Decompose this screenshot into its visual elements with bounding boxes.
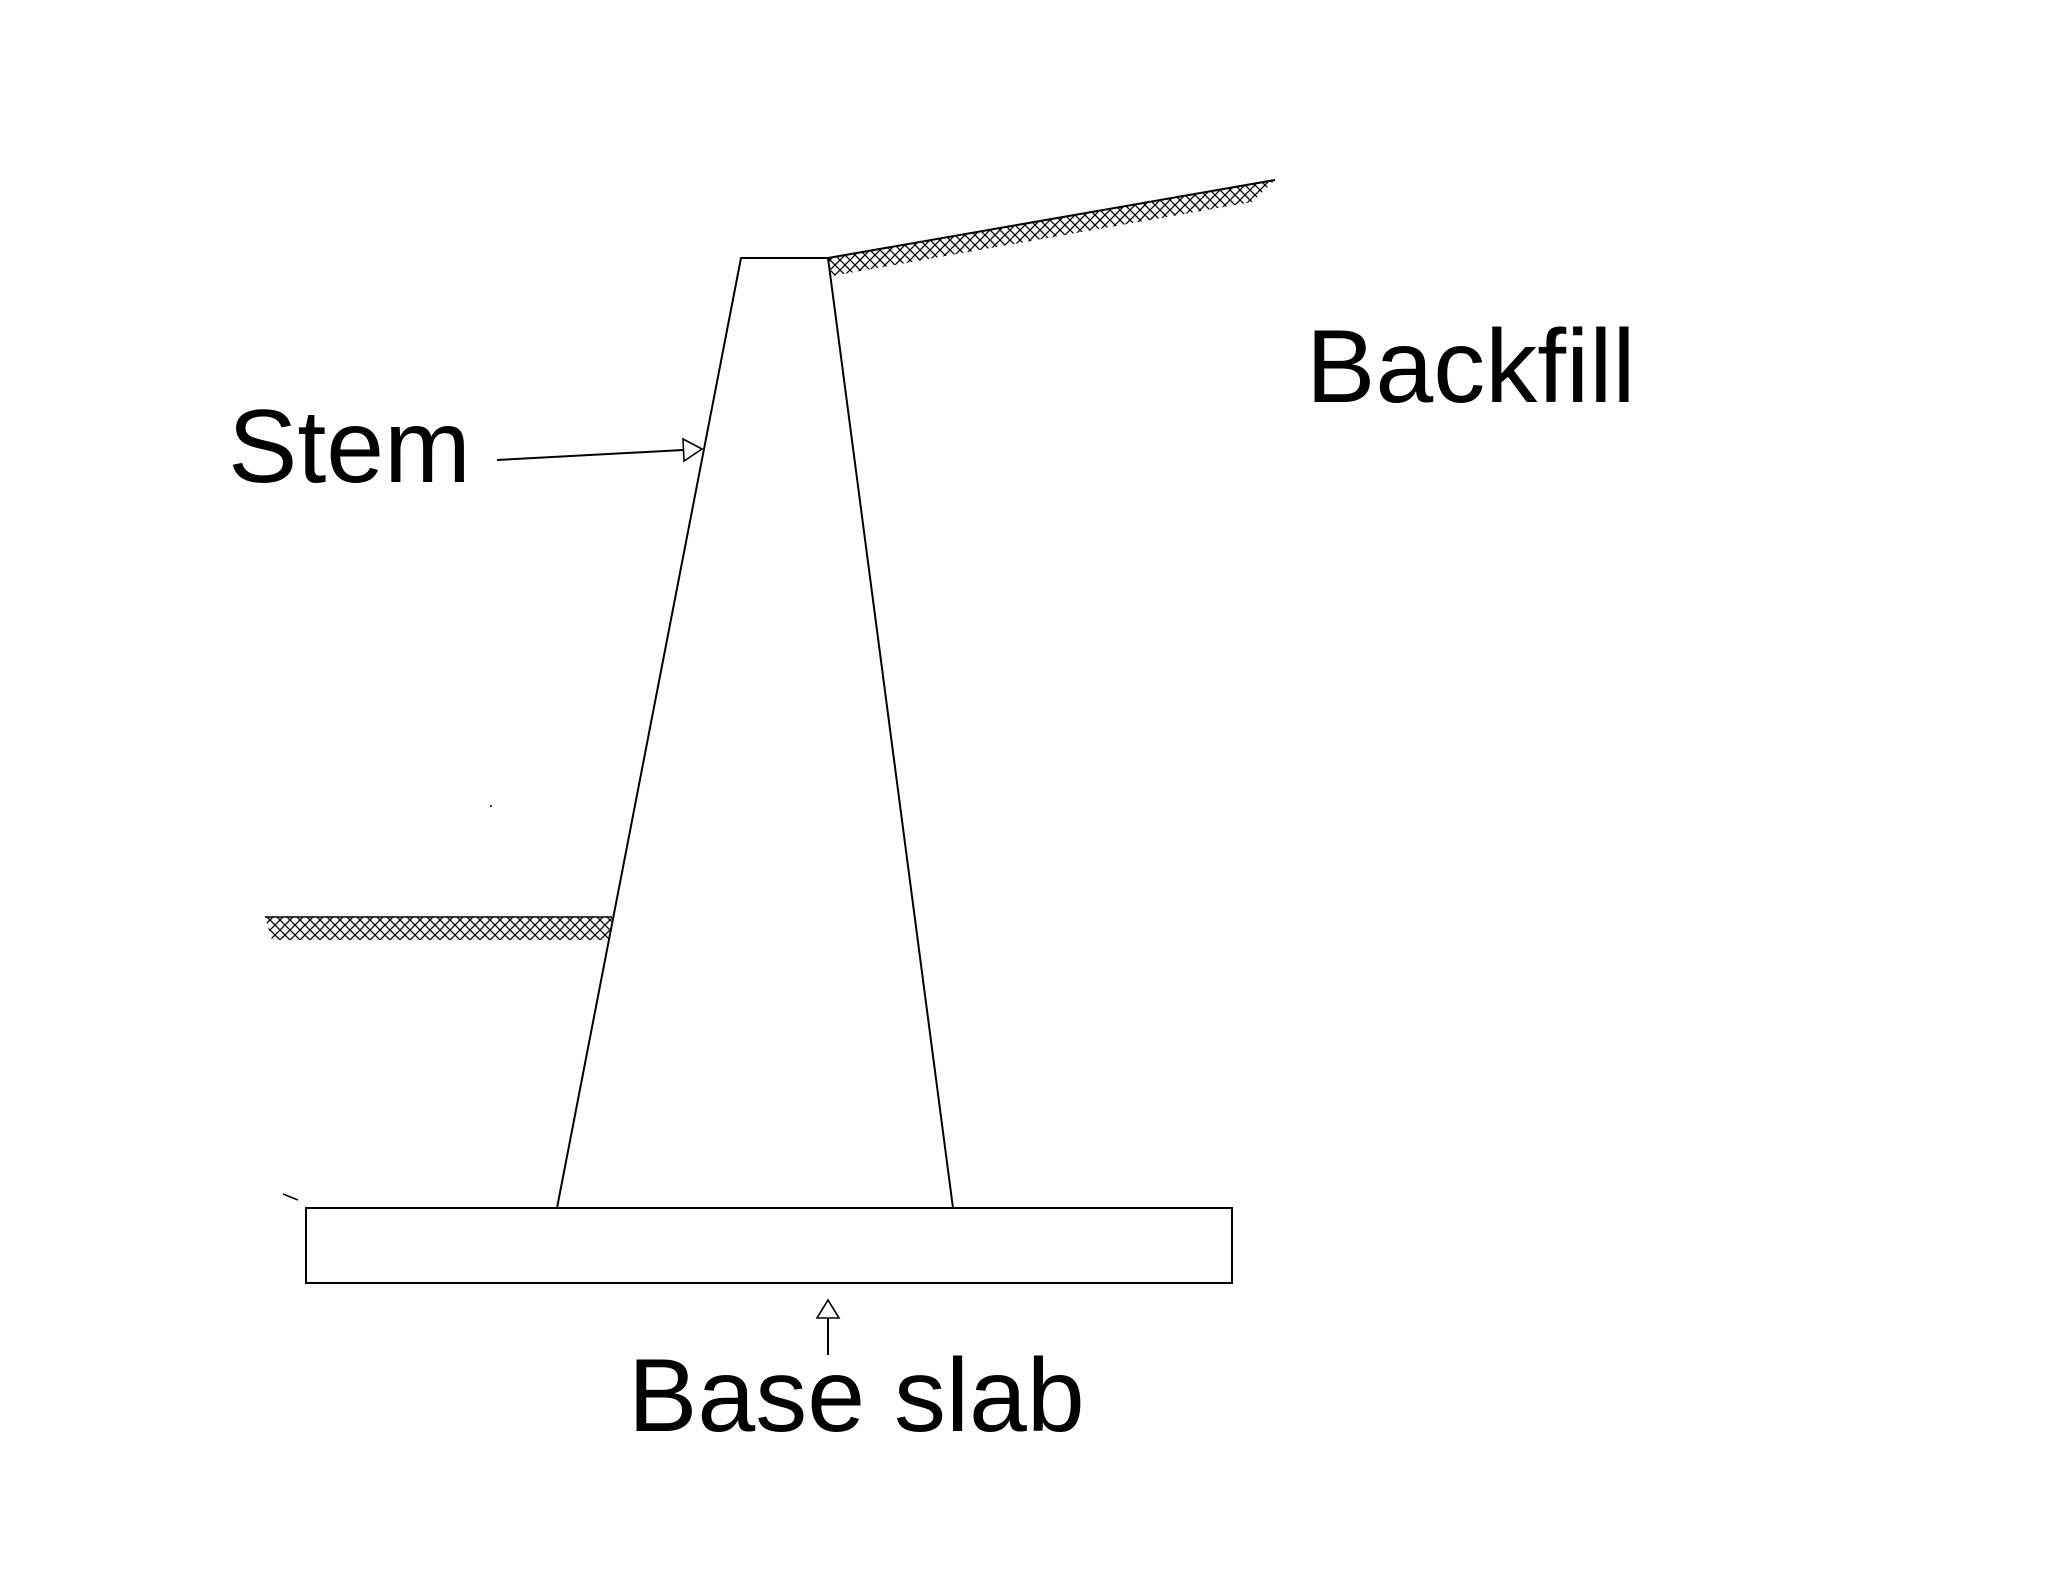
tick-mark [282, 1193, 299, 1201]
backfill-ground-line [827, 179, 1276, 259]
stem-label: Stem [228, 389, 471, 505]
base-slab-label: Base slab [628, 1338, 1085, 1454]
base-slab [305, 1207, 1233, 1284]
front-ground-hatch [265, 917, 612, 940]
wall-stem [555, 257, 955, 1209]
stray-dot [490, 805, 492, 807]
backfill-label: Backfill [1306, 309, 1635, 425]
stem-arrowhead [682, 437, 704, 463]
base-slab-arrowhead [815, 1298, 841, 1319]
stem-leader-line [496, 449, 684, 461]
backfill-ground-hatch [828, 180, 1275, 276]
